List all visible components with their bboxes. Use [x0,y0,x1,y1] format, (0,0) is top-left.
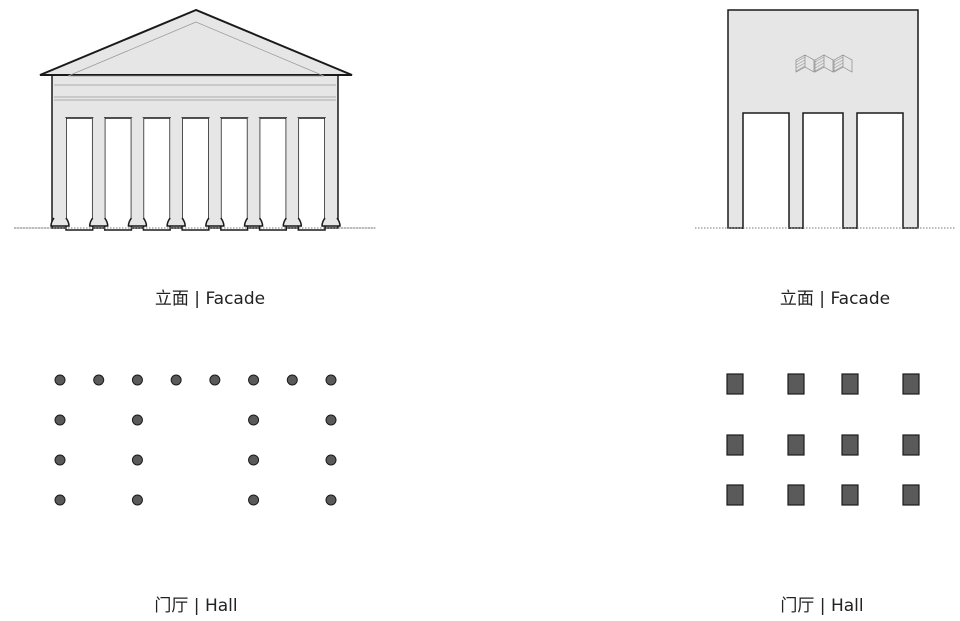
intercolumn-opening [181,117,210,231]
column-base [88,217,109,227]
modern-facade-caption: 立面 | Facade [779,289,891,309]
column-dot [248,414,260,426]
pier-square [787,434,805,456]
column-dot [131,494,143,506]
column [325,118,337,222]
intercolumn-opening [103,117,133,231]
column-dot [170,374,182,386]
column-base [321,217,341,227]
intercolumn-opening [297,117,326,231]
ornament-hatch [795,62,806,69]
column-dot [54,374,66,386]
intercolumn-opening [220,117,249,231]
column-base [205,217,225,227]
ground-mask [720,229,930,237]
column-base [282,217,303,227]
column [131,118,144,222]
ornament-hatch [795,59,806,66]
ornament-hatch [833,59,844,66]
column-dot [131,414,143,426]
column [92,118,105,222]
classical-hall-caption: 门厅 | Hall [154,596,238,616]
column-dot [325,414,337,426]
column-dot [54,414,66,426]
door-opening [856,112,904,232]
modern-facade [695,9,955,237]
column-base [127,217,148,227]
modern-hall-plan [726,373,920,506]
column-dot [131,374,143,386]
door-opening [742,112,790,232]
pier-square [787,373,805,395]
column-base [243,217,264,227]
intercolumn-opening [142,117,171,231]
column-dot [248,454,260,466]
column-dot [54,494,66,506]
pier-square [902,373,920,395]
column [247,118,260,222]
column-dot [54,454,66,466]
pier-square [787,484,805,506]
pediment [39,8,353,76]
classical-hall-plan [54,374,337,506]
column [170,118,183,222]
pediment-inner-line [67,21,325,77]
column-dot [325,374,337,386]
column-dot [131,454,143,466]
column-base [50,217,70,227]
pier-square [726,434,744,456]
door-opening [802,112,844,232]
ornament-hatch [795,56,806,63]
column-base [166,217,186,227]
ornament-hatch [833,65,844,72]
ornament-hatch [814,65,825,72]
column-dot [209,374,221,386]
column-dot [248,494,260,506]
pier-square [726,484,744,506]
pier-square [841,484,859,506]
column-dot [325,454,337,466]
ornament-hatch [833,62,844,69]
ornament-hatch [795,65,806,72]
intercolumn-opening [65,117,94,231]
column-dot [93,374,105,386]
column-dot [286,374,298,386]
pier-square [902,434,920,456]
modern-hall-caption: 门厅 | Hall [780,596,864,616]
ornament-hatch [814,59,825,66]
column-dot [325,494,337,506]
intercolumn-opening [258,117,288,231]
pier-square [902,484,920,506]
classical-facade-caption: 立面 | Facade [154,289,266,309]
column [286,118,299,222]
classical-temple-facade [14,8,376,231]
ornament-hatch [833,56,844,63]
pier-square [841,373,859,395]
ornament-hatch [814,62,825,69]
column-dot [248,374,260,386]
column [208,118,221,222]
pier-square [841,434,859,456]
column [54,118,66,222]
pier-square [726,373,744,395]
ornament-hatch [814,56,825,63]
